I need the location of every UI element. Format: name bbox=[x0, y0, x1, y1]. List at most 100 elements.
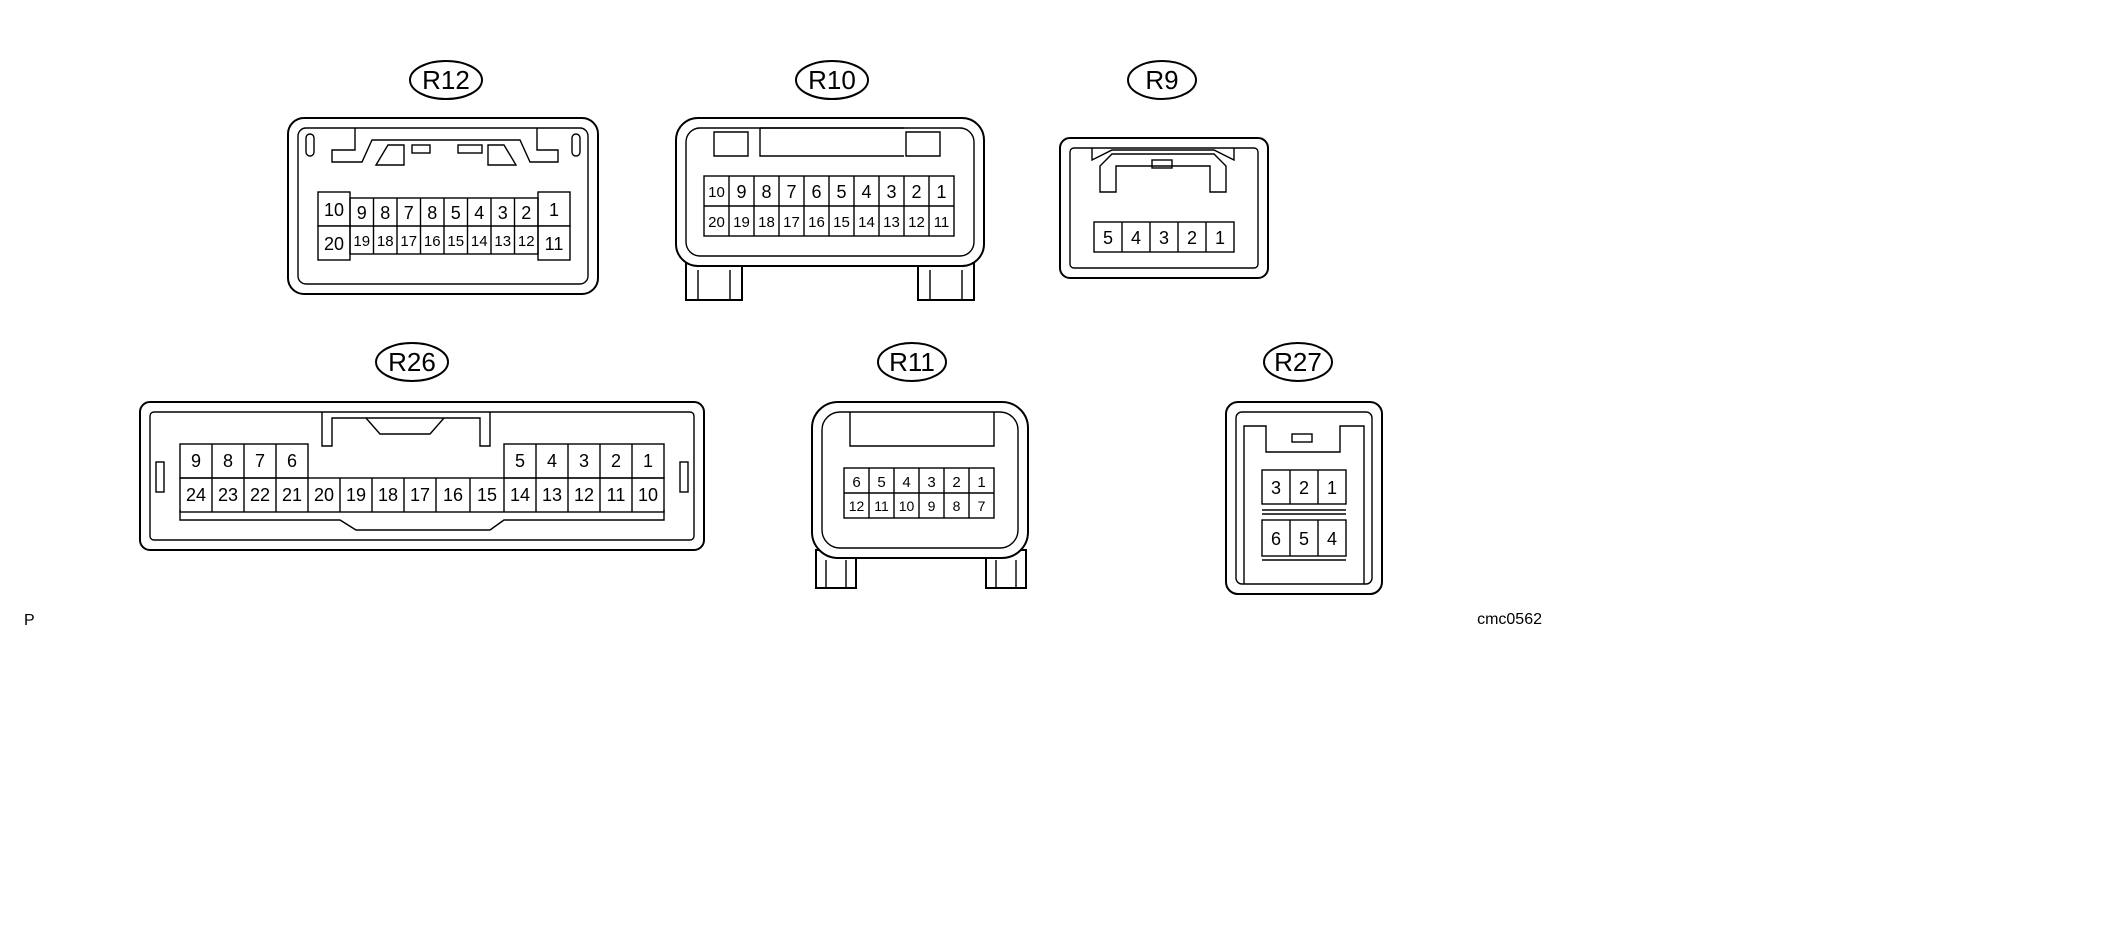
connector-r9-latch-frame bbox=[1099, 153, 1227, 193]
pin-number: 11 bbox=[934, 214, 950, 231]
pin-number: 19 bbox=[733, 214, 750, 231]
connector-r9-inner-outline bbox=[1069, 147, 1259, 269]
pin-number: 20 bbox=[314, 485, 334, 505]
pin-number: 8 bbox=[427, 203, 437, 223]
connector-r12-slot-right bbox=[571, 133, 581, 157]
connector-r11-latch bbox=[849, 412, 995, 447]
connector-r26-bottom-rib bbox=[179, 510, 665, 531]
pin-number: 15 bbox=[447, 233, 464, 250]
pin-number: 11 bbox=[874, 498, 889, 514]
connector-r26-label: R26 bbox=[388, 347, 436, 377]
pin-number: 12 bbox=[908, 214, 925, 231]
connector-r27-pin-block-bottom bbox=[1261, 519, 1347, 557]
pin-number: 5 bbox=[877, 474, 885, 491]
pin-number: 12 bbox=[518, 233, 535, 250]
pin-number: 4 bbox=[902, 474, 910, 491]
connector-r10: R10 10 9 8 7 6 5 4 3 2 1 20 bbox=[675, 60, 985, 301]
connector-r27-key bbox=[1291, 433, 1313, 443]
pin-number: 1 bbox=[977, 474, 985, 491]
pin-number: 9 bbox=[928, 498, 936, 514]
pin-number: 3 bbox=[886, 182, 896, 202]
pin-number: 13 bbox=[883, 214, 900, 231]
connector-r12-key-left bbox=[411, 144, 431, 154]
connector-r12-key-right bbox=[457, 144, 483, 154]
figure-code: cmc0562 bbox=[1477, 611, 1542, 628]
pin-number: 12 bbox=[849, 498, 865, 514]
pin-number: 14 bbox=[510, 485, 530, 505]
pin-number: 12 bbox=[574, 485, 594, 505]
connector-r9-housing bbox=[1059, 137, 1269, 279]
connector-r26-housing bbox=[139, 401, 705, 551]
pin-number: 23 bbox=[218, 485, 238, 505]
pin-number: 20 bbox=[708, 214, 725, 231]
pin-number: 8 bbox=[761, 182, 771, 202]
connector-diagram: R12 10 9 8 7 8 5 4 3 2 1 20 bbox=[24, 60, 1542, 629]
pin-number: 6 bbox=[287, 451, 297, 471]
connector-r11-housing bbox=[811, 401, 1029, 559]
connector-r27: R27 3 2 1 6 5 4 bbox=[1225, 342, 1383, 595]
pin-number: 8 bbox=[223, 451, 233, 471]
pin-number: 3 bbox=[498, 203, 508, 223]
pin-number: 4 bbox=[1131, 228, 1141, 248]
connector-r10-housing bbox=[675, 117, 985, 267]
connector-r9-pin-block bbox=[1093, 221, 1235, 253]
pin-number: 7 bbox=[978, 498, 986, 514]
pin-number: 1 bbox=[1327, 478, 1337, 498]
pin-number: 9 bbox=[191, 451, 201, 471]
pin-number: 21 bbox=[282, 485, 302, 505]
connector-r12-latch-left-tab bbox=[374, 144, 405, 166]
connector-r9-key bbox=[1151, 159, 1173, 169]
connector-r27-pin-block-top bbox=[1261, 469, 1347, 505]
pin-number: 7 bbox=[255, 451, 265, 471]
pin-number: 1 bbox=[549, 200, 559, 220]
pin-number: 19 bbox=[346, 485, 366, 505]
connector-r26-side-slot-left bbox=[155, 461, 165, 493]
pin-number: 5 bbox=[451, 203, 461, 223]
pin-cell bbox=[317, 225, 351, 261]
pin-number: 17 bbox=[410, 485, 430, 505]
pin-number: 17 bbox=[783, 214, 800, 231]
pin-number: 9 bbox=[357, 203, 367, 223]
pin-number: 2 bbox=[911, 182, 921, 202]
connector-r26-latch-tab bbox=[365, 417, 445, 435]
pin-number: 4 bbox=[861, 182, 871, 202]
pin-number: 6 bbox=[1271, 529, 1281, 549]
connector-r12-label: R12 bbox=[422, 65, 470, 95]
pin-number: 7 bbox=[786, 182, 796, 202]
pin-number: 9 bbox=[736, 182, 746, 202]
pin-number: 5 bbox=[1103, 228, 1113, 248]
connector-r26-side-slot-right bbox=[679, 461, 689, 493]
pin-number: 17 bbox=[400, 233, 417, 250]
pin-number: 1 bbox=[643, 451, 653, 471]
pin-number: 3 bbox=[927, 474, 935, 491]
pin-number: 14 bbox=[858, 214, 875, 231]
pin-number: 16 bbox=[808, 214, 825, 231]
pin-number: 11 bbox=[545, 234, 564, 254]
pin-number: 13 bbox=[494, 233, 511, 250]
pin-number: 15 bbox=[833, 214, 850, 231]
pin-number: 6 bbox=[811, 182, 821, 202]
pin-number: 10 bbox=[638, 485, 658, 505]
pin-number: 11 bbox=[607, 485, 626, 505]
connector-r9-label-bubble bbox=[1127, 60, 1197, 100]
connector-r26-inner-outline bbox=[149, 411, 695, 541]
connector-r11-label: R11 bbox=[889, 347, 935, 377]
pin-number: 2 bbox=[611, 451, 621, 471]
pin-number: 2 bbox=[521, 203, 531, 223]
connector-r12-inner-outline bbox=[297, 127, 589, 285]
pin-number: 3 bbox=[1159, 228, 1169, 248]
pin-number: 5 bbox=[836, 182, 846, 202]
pin-number: 4 bbox=[1327, 529, 1337, 549]
pin-cell bbox=[537, 191, 571, 227]
connector-r11: R11 6 5 4 3 2 1 12 11 10 9 8 7 bbox=[811, 342, 1029, 589]
connector-r12: R12 10 9 8 7 8 5 4 3 2 1 20 bbox=[287, 60, 599, 295]
pin-number: 3 bbox=[1271, 478, 1281, 498]
connector-r11-inner-outline bbox=[821, 411, 1019, 549]
pin-number: 5 bbox=[515, 451, 525, 471]
connector-r26-label-bubble bbox=[375, 342, 449, 382]
pin-number: 2 bbox=[952, 474, 960, 491]
pin-number: 8 bbox=[953, 498, 961, 514]
connector-r27-latch bbox=[1243, 425, 1365, 584]
pin-number: 20 bbox=[324, 234, 344, 254]
pin-number: 1 bbox=[1215, 228, 1225, 248]
